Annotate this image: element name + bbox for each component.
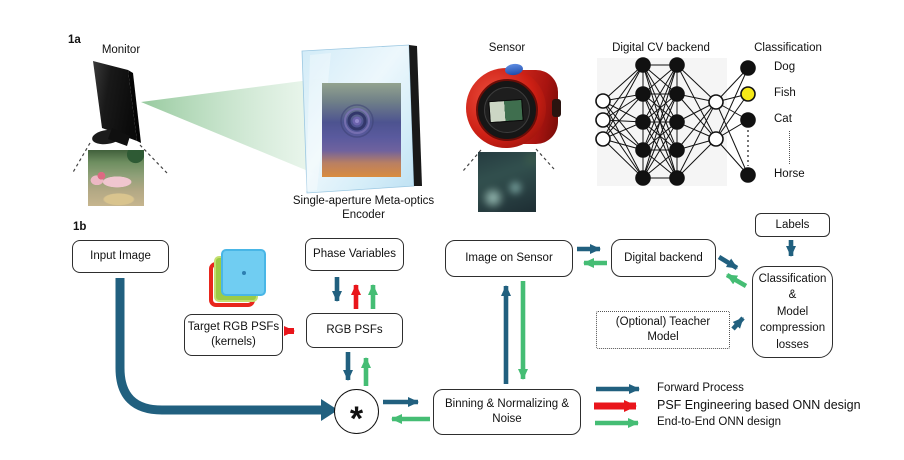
digital-cv-backend-label: Digital CV backend: [612, 42, 710, 54]
sensor-camera-knob: [552, 99, 561, 117]
class-label-dog: Dog: [774, 61, 796, 73]
digital-backend-box: Digital backend: [611, 239, 716, 277]
convolution-operator: *: [334, 389, 379, 438]
sensor-label: Sensor: [488, 42, 526, 54]
labels-box: Labels: [755, 213, 830, 237]
monitor-displayed-image: [88, 150, 144, 206]
psf-center-dot: [241, 270, 246, 275]
rgb-psfs-box: RGB PSFs: [306, 313, 403, 348]
sensor-captured-image: [478, 152, 536, 212]
panel-tag-1b: 1b: [73, 221, 87, 233]
neural-network-graphic: [595, 57, 756, 186]
binning-normalizing-noise-box: Binning & Normalizing & Noise: [433, 389, 581, 435]
legend-end-to-end: End-to-End ONN design: [657, 416, 782, 428]
class-label-fish: Fish: [774, 87, 796, 99]
light-cone: [141, 78, 325, 178]
legend-psf-engineering: PSF Engineering based ONN design: [657, 398, 861, 412]
input-image-box: Input Image: [72, 240, 169, 273]
panel-tag-1a: 1a: [68, 34, 81, 46]
phase-variables-box: Phase Variables: [305, 238, 404, 271]
monitor-label: Monitor: [101, 44, 141, 56]
optional-teacher-model-box: (Optional) Teacher Model: [596, 311, 730, 349]
meta-optics-encoder-graphic: [301, 44, 422, 194]
callout-dashes: [71, 142, 555, 175]
flow-arrows: [115, 240, 796, 428]
class-label-cat: Cat: [774, 113, 792, 125]
monitor-graphic: [92, 61, 141, 146]
sensor-chip: [488, 98, 524, 124]
psf-kernel-cyan: [221, 249, 266, 296]
losses-box: Classification & Model compression losse…: [752, 266, 833, 358]
class-label-horse: Horse: [774, 168, 805, 180]
classification-label: Classification: [754, 42, 822, 54]
legend-forward-process: Forward Process: [657, 382, 744, 394]
target-rgb-psfs-box: Target RGB PSFs (kernels): [184, 314, 283, 356]
image-on-sensor-box: Image on Sensor: [445, 240, 573, 277]
class-list-ellipsis: [789, 131, 790, 164]
encoder-label: Single-aperture Meta-optics Encoder: [292, 195, 435, 222]
